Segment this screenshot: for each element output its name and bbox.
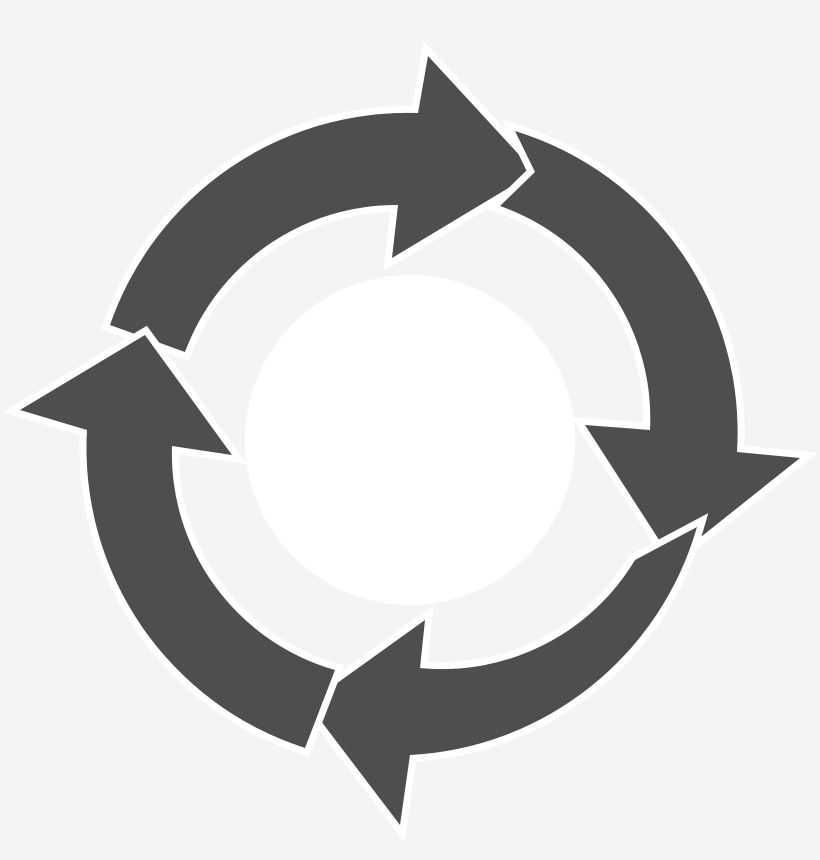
arrow-left-icon (2, 325, 345, 757)
arrow-right-icon (487, 119, 818, 571)
circular-arrows-cycle-icon (2, 40, 818, 843)
arrow-bottom-icon (298, 513, 709, 843)
center-disc (245, 275, 575, 605)
arrow-top-icon (101, 40, 546, 361)
